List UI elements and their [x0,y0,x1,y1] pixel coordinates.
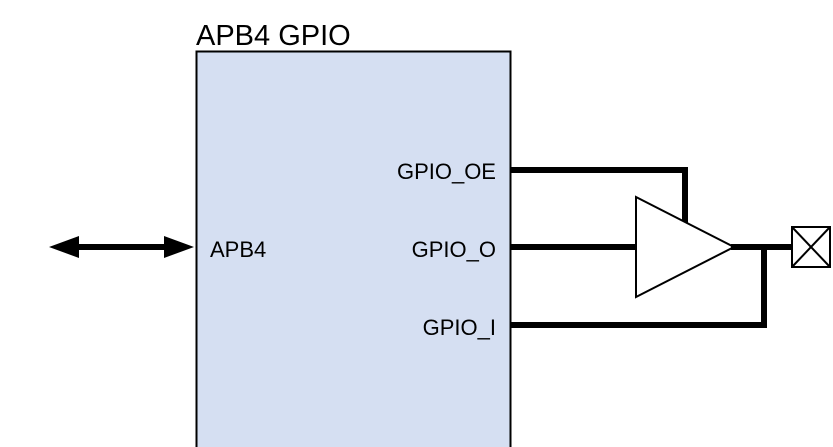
port-label-apb4: APB4 [210,237,266,262]
port-label-gpio-oe: GPIO_OE [397,159,496,184]
tristate-buffer-icon [635,195,737,299]
block-title: APB4 GPIO [196,20,351,52]
gpio-block [195,50,512,447]
wire-gpio-i [510,244,767,328]
io-pad-icon [791,226,831,268]
port-label-gpio-i: GPIO_I [423,315,496,340]
wire-gpio-oe [510,167,688,224]
port-label-gpio-o: GPIO_O [412,237,496,262]
bidirectional-arrow-icon [49,236,194,258]
